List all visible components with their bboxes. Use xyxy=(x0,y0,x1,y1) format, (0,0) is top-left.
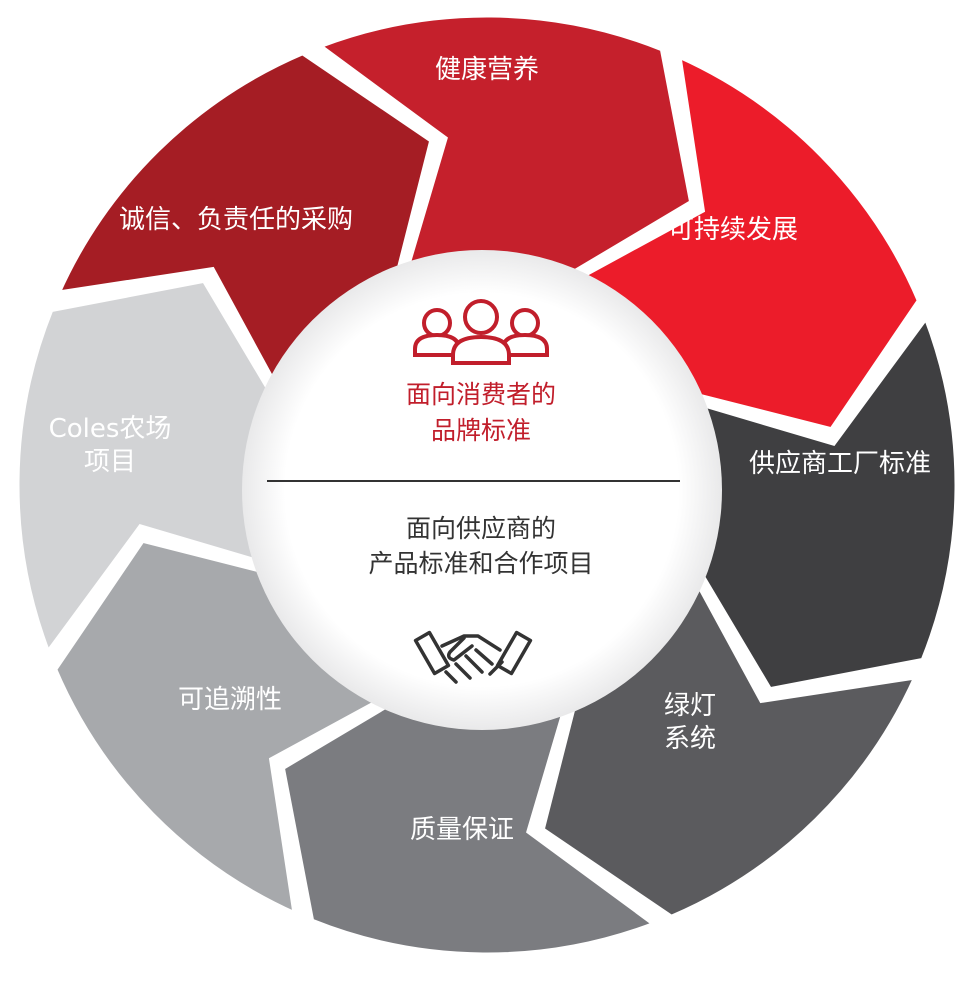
consumer-standards-line-1: 面向消费者的 xyxy=(406,380,556,409)
segment-coles-farm-program-label: Coles农场 xyxy=(49,414,172,444)
consumer-standards-line-2: 品牌标准 xyxy=(431,416,531,445)
center-circle xyxy=(242,250,722,730)
segment-ethical-sourcing-label: 诚信、负责任的采购 xyxy=(119,205,353,235)
segment-green-light-system-label: 绿灯 xyxy=(664,691,716,721)
segment-sustainability-label: 可持续发展 xyxy=(668,215,798,245)
segment-quality-assurance-label: 质量保证 xyxy=(410,815,514,845)
segment-coles-farm-program-label: 项目 xyxy=(84,447,136,477)
supplier-standards-line-2: 产品标准和合作项目 xyxy=(368,549,593,578)
segment-supplier-factory-standards-label: 供应商工厂标准 xyxy=(749,449,931,479)
people-group-icon xyxy=(413,299,549,365)
handshake-icon xyxy=(413,630,533,684)
segment-green-light-system-label: 系统 xyxy=(664,724,716,754)
supplier-standards-line-1: 面向供应商的 xyxy=(406,514,556,543)
segment-health-nutrition-label: 健康营养 xyxy=(435,55,539,85)
segment-traceability-label: 可追溯性 xyxy=(178,685,282,715)
